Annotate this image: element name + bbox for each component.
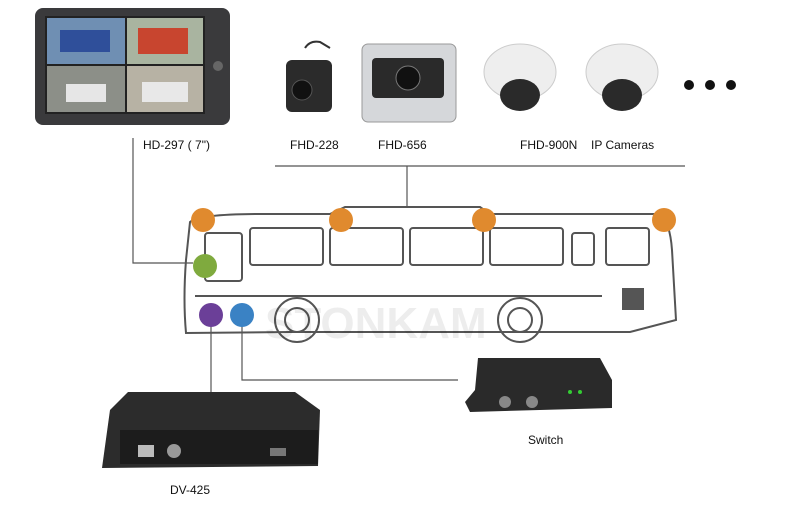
switch-device [465,358,612,412]
bus-rear-box [622,288,644,310]
camera-fhd-900n [483,43,557,111]
connection-lines [132,138,685,392]
camera-position-dot [191,208,215,232]
more-ellipsis-icon [684,80,736,90]
monitor-label: HD-297 ( 7") [143,138,210,152]
camera-position-dot [652,208,676,232]
camera-fhd-656 [361,43,457,123]
dvr-position-dot [199,303,223,327]
dvr-label: DV-425 [170,483,211,497]
switch-label: Switch [528,433,564,447]
switch-position-dot [230,303,254,327]
bus-outline [183,206,678,343]
watermark: STONKAM [265,299,487,348]
camera1-label: FHD-228 [290,138,339,152]
camera-ip [585,43,659,111]
monitor-position-dot [193,254,217,278]
camera-position-dot [329,208,353,232]
monitor-hd-297 [35,8,230,125]
camera2-label: FHD-656 [378,138,427,152]
camera3-label: FHD-900N [520,138,578,152]
dvr-device [102,392,320,468]
camera4-label: IP Cameras [591,138,655,152]
camera-fhd-228 [286,40,332,112]
camera-position-dot [472,208,496,232]
